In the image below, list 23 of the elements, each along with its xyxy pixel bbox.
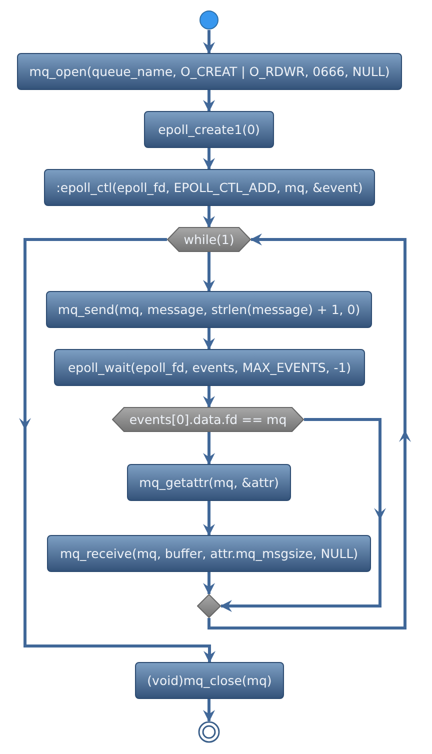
code-text: (void)mq_close(mq) [147, 673, 272, 688]
action-box [135, 662, 284, 699]
action-box [44, 169, 375, 206]
action-box [46, 291, 372, 328]
action-box [54, 349, 365, 386]
code-text: mq_receive(mq, buffer, attr.mq_msgsize, NULL) [60, 546, 358, 561]
code-text: :epoll_ctl(epoll_fd, EPOLL_CTL_ADD, mq, &event) [56, 180, 363, 195]
code-text: epoll_create1(0) [158, 122, 260, 137]
condition-hexagon [112, 407, 304, 432]
merge-diamond [197, 594, 221, 618]
action-box [17, 53, 402, 90]
end-circle [198, 721, 220, 743]
code-text: mq_open(queue_name, O_CREAT | O_RDWR, 0666, NULL) [29, 64, 390, 79]
action-box [127, 464, 291, 501]
code-text: while(1) [184, 232, 234, 247]
code-text: events[0].data.fd == mq [129, 412, 287, 427]
code-text: epoll_wait(epoll_fd, events, MAX_EVENTS, -1) [68, 360, 352, 375]
action-box [144, 111, 274, 148]
code-text: mq_getattr(mq, &attr) [139, 475, 279, 490]
start-circle [199, 10, 219, 30]
action-box [47, 535, 371, 572]
code-text: mq_send(mq, message, strlen(message) + 1, 0) [58, 302, 360, 317]
condition-hexagon [167, 227, 251, 252]
